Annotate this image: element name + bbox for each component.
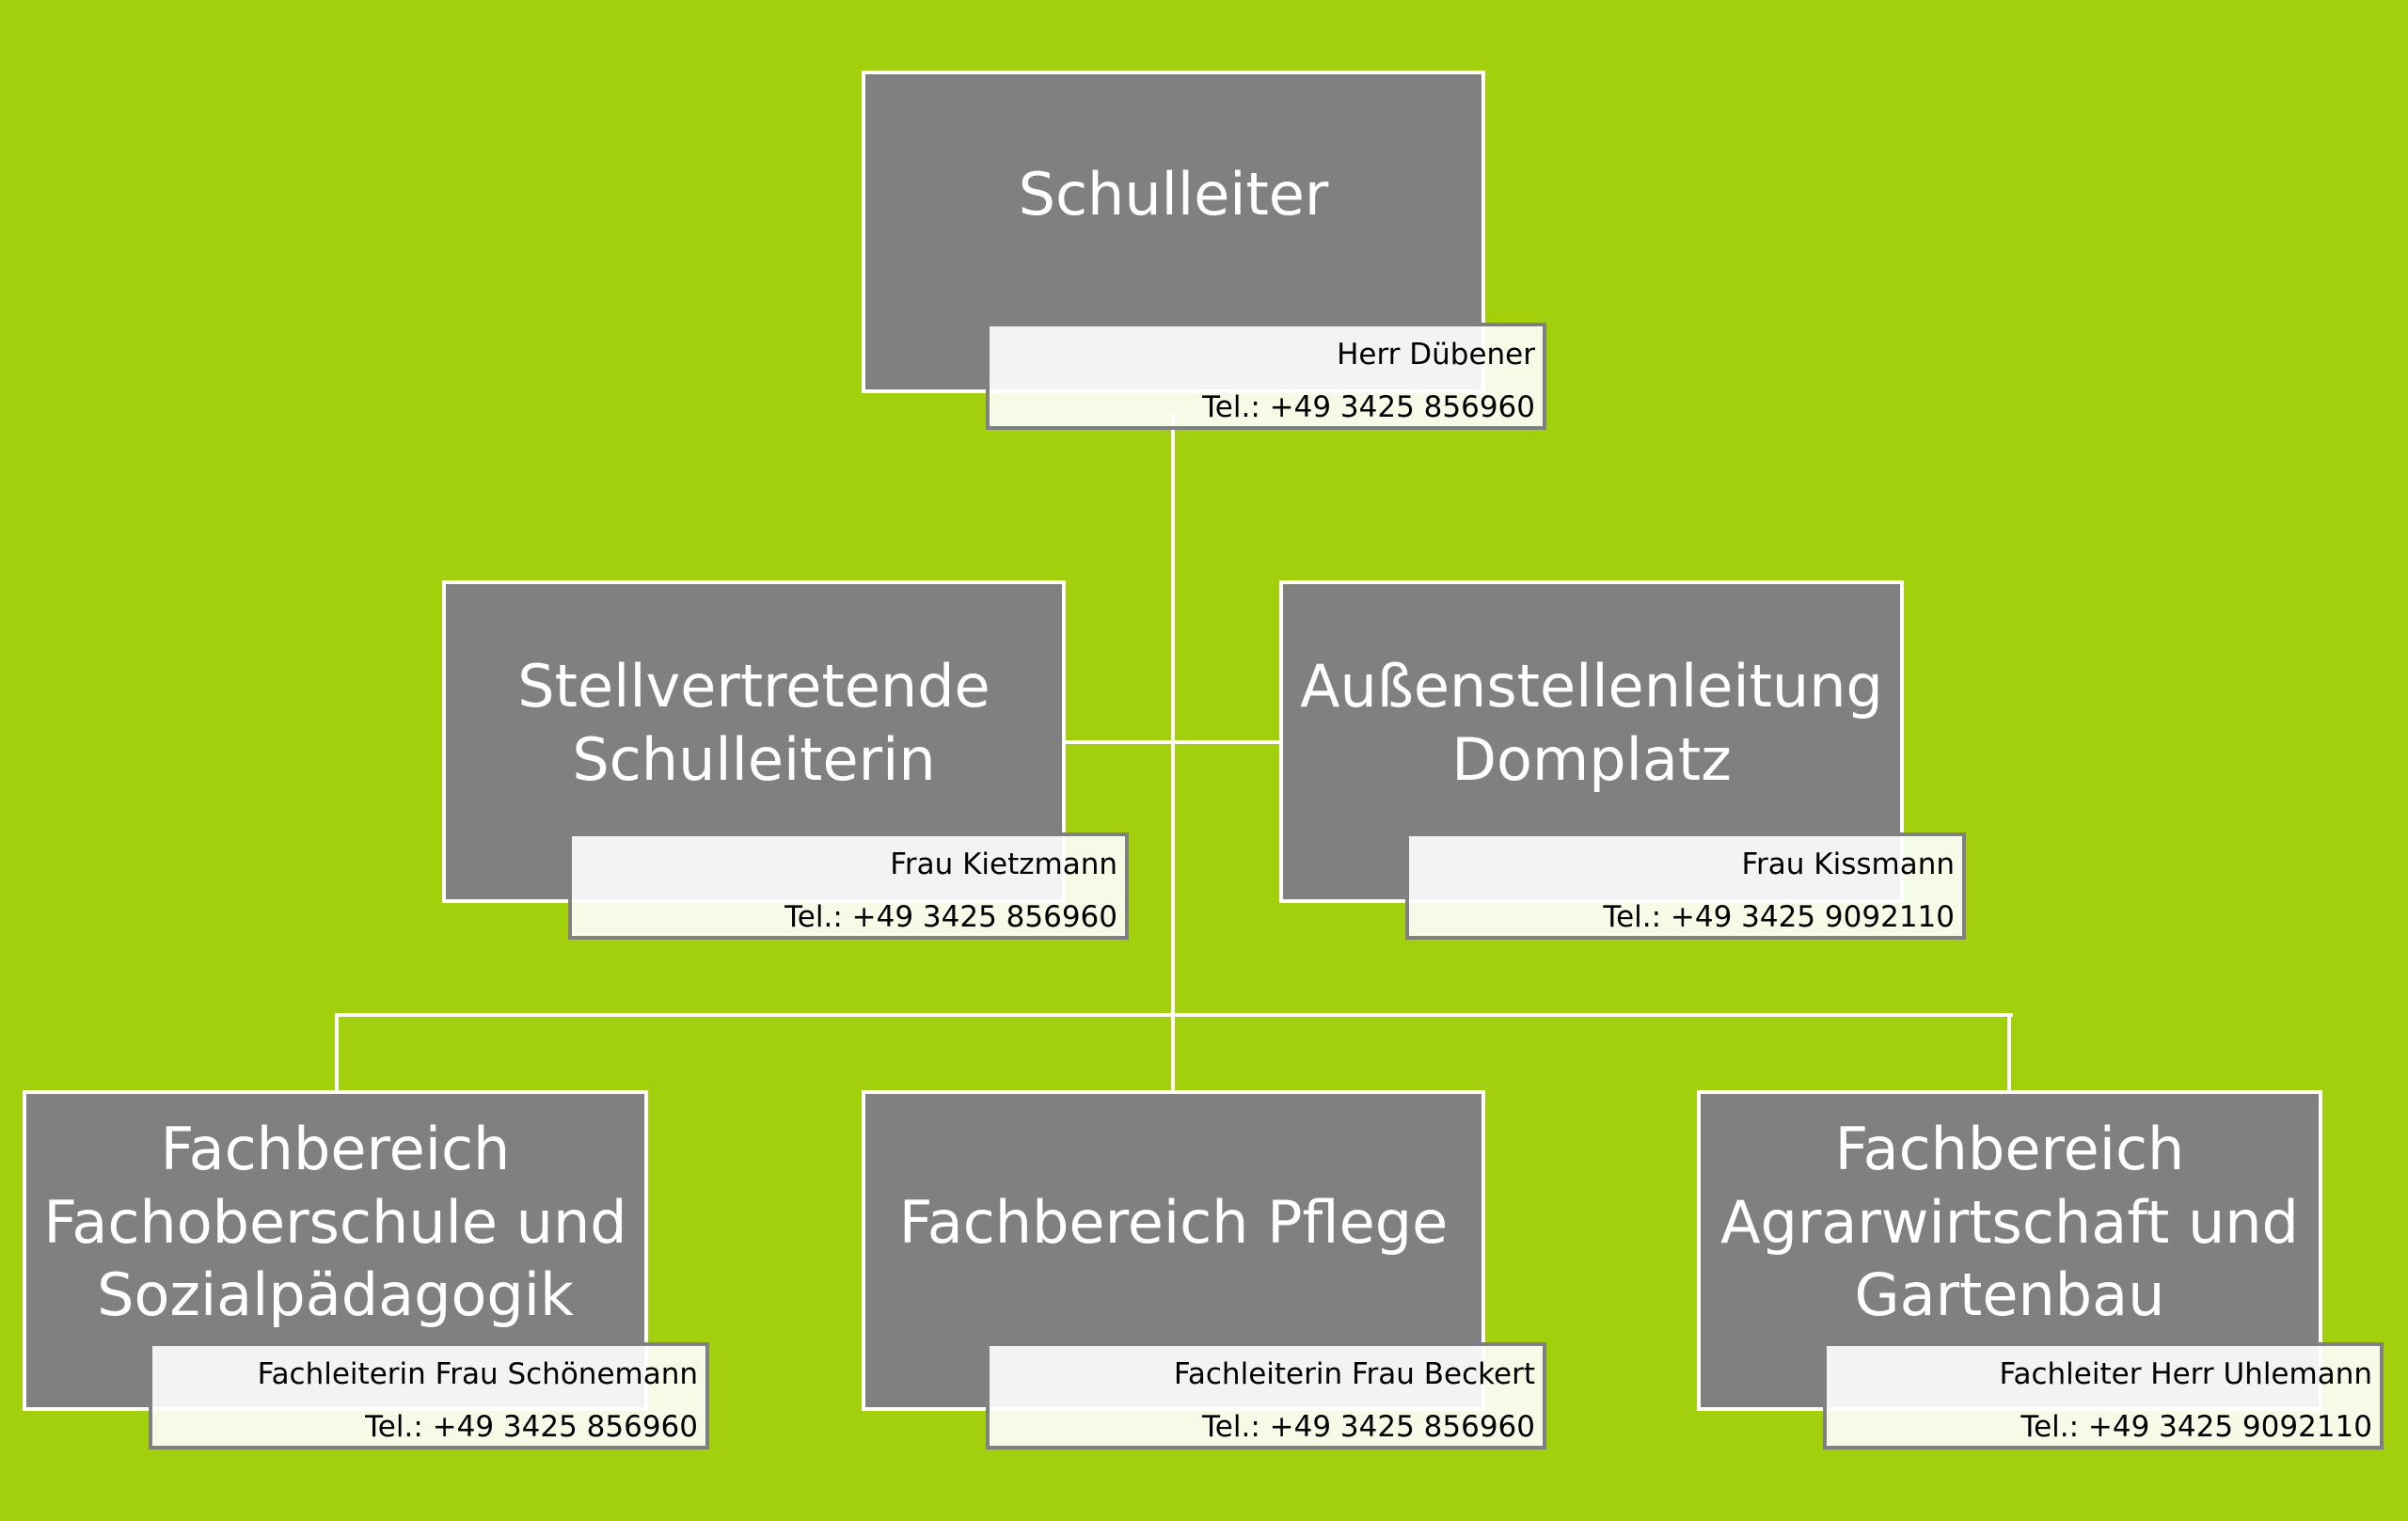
contact-phone: Tel.: +49 3425 856960 [365, 1410, 698, 1444]
connector-main-vertical [1171, 414, 1175, 1091]
contact-person: Frau Kietzmann [890, 848, 1117, 881]
node-title: Fachbereich Fachoberschule und Sozialpäd… [43, 1115, 627, 1330]
contact-person: Fachleiter Herr Uhlemann [1999, 1357, 2373, 1391]
contact-phone: Tel.: +49 3425 856960 [1202, 390, 1535, 424]
contact-phone: Tel.: +49 3425 856960 [784, 900, 1117, 934]
contact-person: Fachleiterin Frau Schönemann [257, 1357, 698, 1391]
node-title: Schulleiter [1018, 159, 1329, 229]
node-title: Stellvertretende Schulleiterin [517, 652, 990, 794]
connector-dept-right [2007, 1013, 2011, 1091]
connector-departments [335, 1013, 2013, 1017]
node-title: Fachbereich Agrarwirtschaft und Gartenba… [1720, 1115, 2299, 1330]
contact-phone: Tel.: +49 3425 9092110 [1603, 900, 1955, 934]
contact-person: Frau Kissmann [1741, 848, 1955, 881]
contact-phone: Tel.: +49 3425 9092110 [2020, 1410, 2372, 1444]
node-title: Fachbereich Pflege [898, 1187, 1449, 1257]
contact-person: Herr Dübener [1337, 338, 1535, 372]
contact-person: Fachleiterin Frau Beckert [1173, 1357, 1535, 1391]
contact-phone: Tel.: +49 3425 856960 [1202, 1410, 1535, 1444]
connector-assistants [1066, 740, 1279, 744]
node-title: Außenstellenleitung Domplatz [1300, 652, 1883, 794]
connector-dept-left [335, 1013, 339, 1091]
